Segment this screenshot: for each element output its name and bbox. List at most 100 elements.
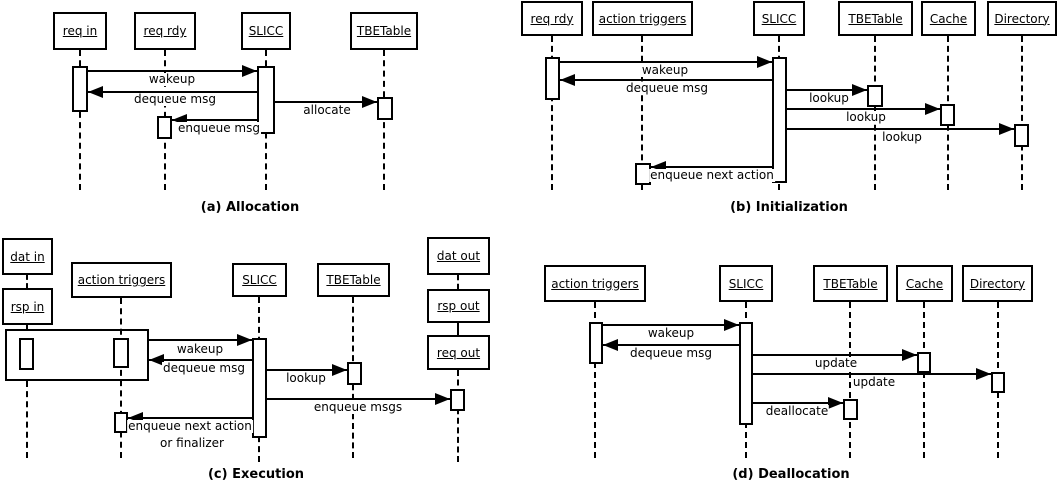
activation-bar [867,85,883,107]
actor-label: Directory [969,276,1026,291]
message-label: lookup [881,130,923,144]
lifeline [457,323,459,335]
actor-directory: Directory [987,1,1057,36]
actor-label: Directory [994,11,1050,26]
lifeline [849,302,851,458]
message-line [787,89,867,91]
message-label: enqueue next action [649,168,775,182]
lifeline [551,36,553,190]
message-label: wakeup [640,63,690,77]
actor-directory: Directory [962,265,1033,302]
lifeline [923,302,925,458]
message-label: lookup [808,91,850,105]
message-label: enqueue msgs [312,400,404,414]
actor-rsp-in: rsp in [2,288,53,325]
message-line [560,79,772,81]
arrowhead-right-icon [999,123,1014,135]
message-label: dequeue msg [162,361,246,375]
actor-label: Cache [905,276,944,291]
arrowhead-left-icon [560,74,575,86]
message-line [267,398,450,400]
message-line [88,91,257,93]
actor-label: SLICC [248,24,284,38]
message-line [603,344,739,346]
arrowhead-right-icon [362,96,377,108]
actor-slicc: SLICC [719,265,773,302]
actor-req-rdy: req rdy [521,1,583,36]
actor-tbetable: TBETable [350,12,418,50]
actor-label: req out [436,345,481,360]
lifeline [641,36,643,190]
arrowhead-right-icon [976,368,991,380]
message-label: wakeup [147,72,197,86]
actor-slicc: SLICC [753,1,805,36]
message-label: enqueue msg [177,121,261,135]
actor-label: req rdy [143,24,187,38]
lifeline [457,370,459,462]
activation-bar [739,322,753,425]
actor-req-out: req out [427,335,490,370]
actor-action-triggers: action triggers [71,262,172,298]
actor-cache: Cache [921,1,976,36]
lifeline [120,298,122,458]
actor-label: action triggers [551,276,639,291]
lifeline [1021,36,1023,190]
diagram-caption: (a) Allocation [200,200,300,215]
actor-action-triggers: action triggers [592,1,693,36]
arrowhead-right-icon [237,334,252,346]
actor-rsp-out: rsp out [427,289,490,323]
message-label: wakeup [646,326,696,340]
actor-dat-in: dat in [2,238,53,275]
message-line [560,61,772,63]
arrowhead-left-icon [603,339,618,351]
actor-slicc: SLICC [232,263,287,297]
arrowhead-right-icon [828,397,843,409]
actor-tbetable: TBETable [317,263,390,297]
actor-tbetable: TBETable [838,1,913,36]
message-label: lookup [285,371,327,385]
diagram-caption: (c) Execution [207,467,305,482]
message-line [753,373,991,375]
activation-bar [940,104,955,126]
activation-bar [113,338,129,368]
message-label: update [813,356,859,370]
actor-label: TBETable [356,24,412,38]
activation-bar [72,66,88,112]
message-label: deallocate [764,404,830,418]
message-line [787,128,1014,130]
arrowhead-left-icon [149,354,164,366]
actor-label: rsp out [437,299,480,313]
actor-action-triggers: action triggers [544,265,646,302]
lifeline [383,50,385,190]
message-line [753,402,843,404]
message-line [275,101,377,103]
message-label-line2: or finalizer [159,436,225,450]
arrowhead-right-icon [852,84,867,96]
actor-label: action triggers [77,273,166,287]
activation-bar [257,66,275,134]
actor-slicc: SLICC [241,12,291,50]
combined-activation-frame [5,329,149,381]
actor-tbetable: TBETable [813,265,888,302]
diagram-caption: (d) Deallocation [732,467,850,482]
lifeline [457,275,459,289]
activation-bar [157,116,172,139]
message-line [128,417,252,419]
arrowhead-right-icon [242,65,257,77]
message-line [172,119,257,121]
actor-label: Cache [929,11,968,26]
activation-bar [772,57,787,183]
arrowhead-right-icon [724,319,739,331]
actor-label: TBETable [326,273,381,287]
activation-bar [377,97,393,120]
message-line [787,108,940,110]
activation-bar [843,399,858,420]
actor-label: rsp in [10,299,45,314]
message-label: update [851,375,897,389]
arrowhead-right-icon [435,393,450,405]
arrowhead-left-icon [88,86,103,98]
message-label: allocate [302,103,352,117]
lifeline [26,381,28,458]
activation-bar [589,322,603,364]
